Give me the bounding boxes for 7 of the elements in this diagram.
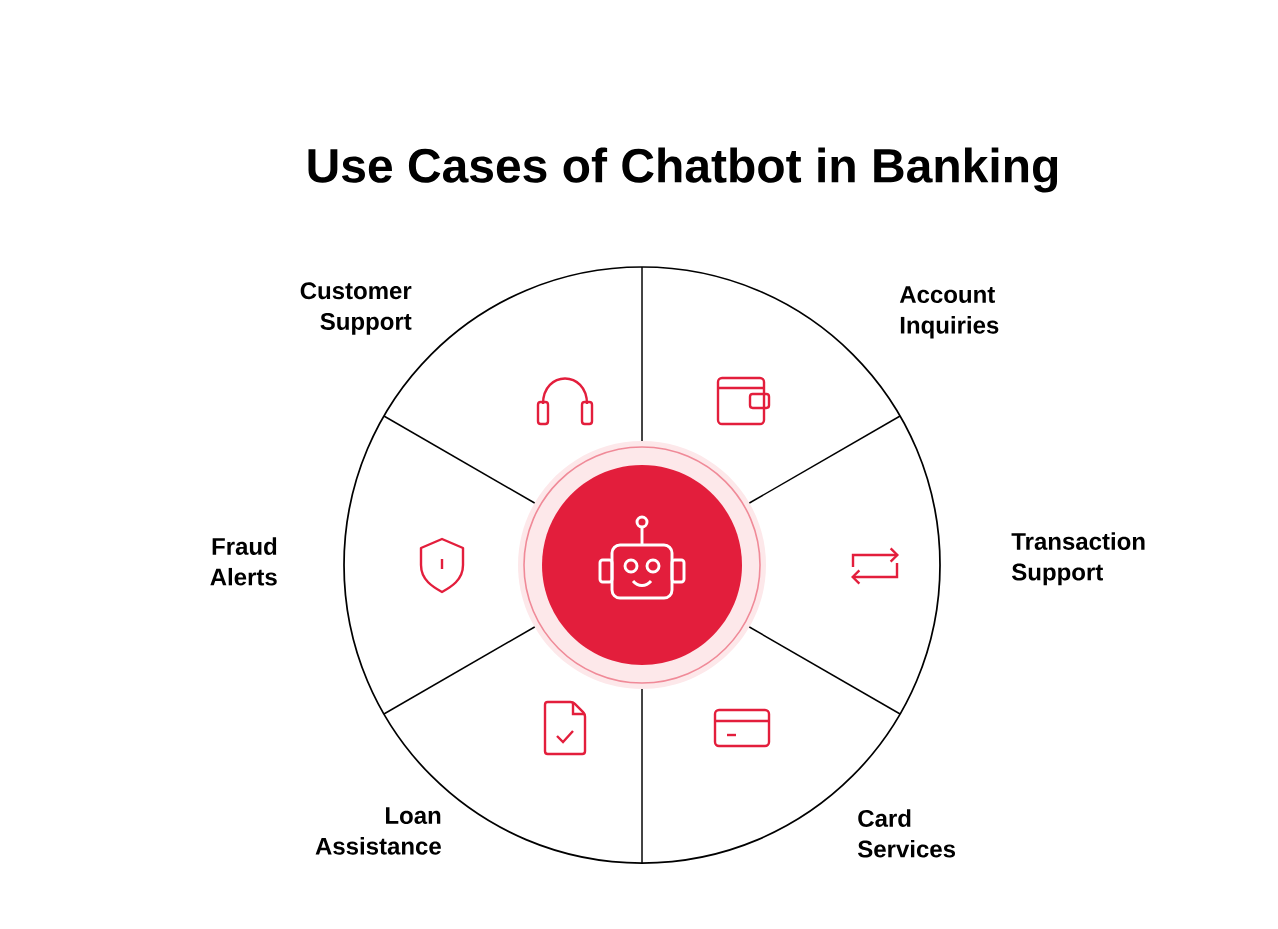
sector-label: Transaction Support	[1011, 532, 1145, 586]
sector-label: Account Inquiries	[899, 286, 999, 339]
sector-label: Fraud Alerts	[210, 537, 277, 586]
sector-label: Card Services	[857, 809, 956, 858]
sector-label: Loan Assistance	[315, 807, 441, 855]
sector-label: Customer Support	[300, 282, 412, 335]
title: Use Cases of Chatbot in Banking	[308, 147, 1058, 193]
